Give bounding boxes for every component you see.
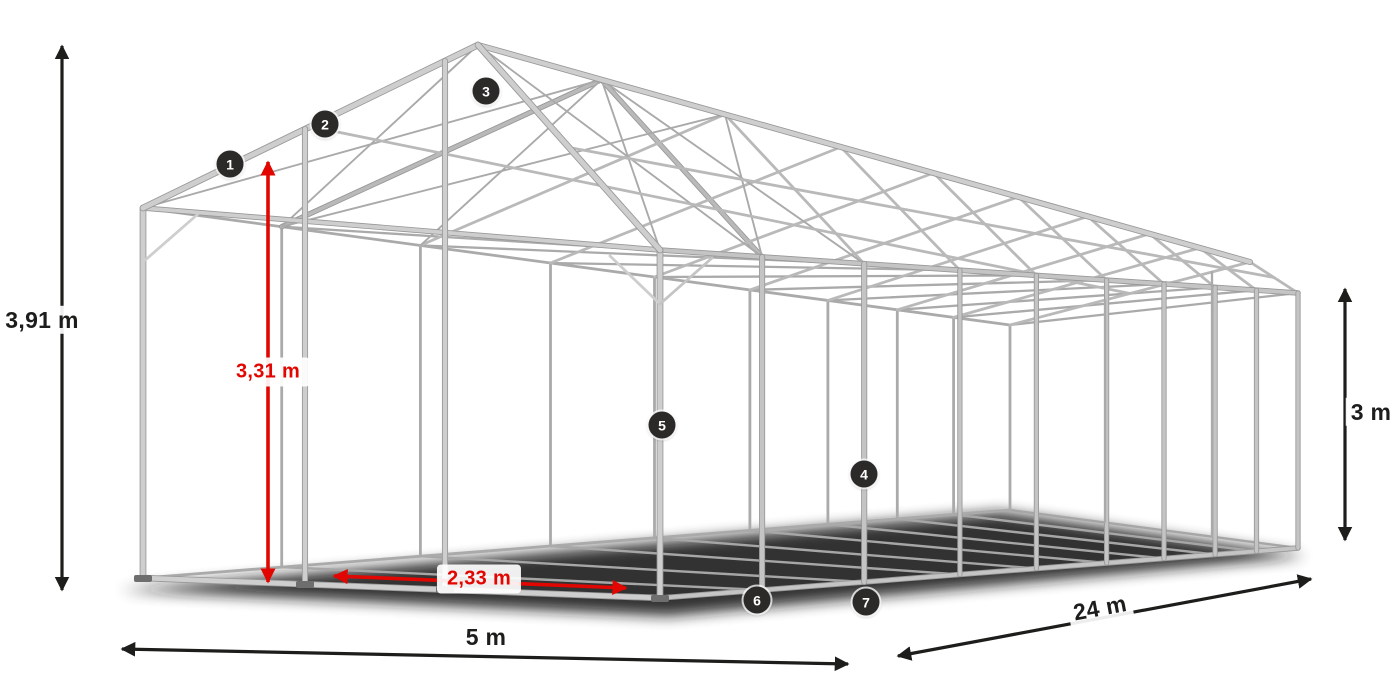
- marker-1: 1: [216, 150, 244, 178]
- marker-5: 5: [648, 411, 676, 439]
- marker-7: 7: [852, 588, 880, 616]
- width-label: 5 m: [460, 622, 512, 652]
- bay-spacing-label: 2,33 m: [436, 564, 522, 594]
- marker-3: 3: [472, 77, 500, 105]
- marker-6: 6: [743, 586, 771, 614]
- clear-height-label: 3,31 m: [225, 357, 311, 387]
- side-height-label: 3 m: [1345, 397, 1397, 427]
- steel-frame: [134, 41, 1301, 602]
- total-height-label: 3,91 m: [0, 305, 84, 335]
- marker-2: 2: [311, 110, 339, 138]
- marker-4: 4: [850, 460, 878, 488]
- width-arrow: [120, 641, 850, 672]
